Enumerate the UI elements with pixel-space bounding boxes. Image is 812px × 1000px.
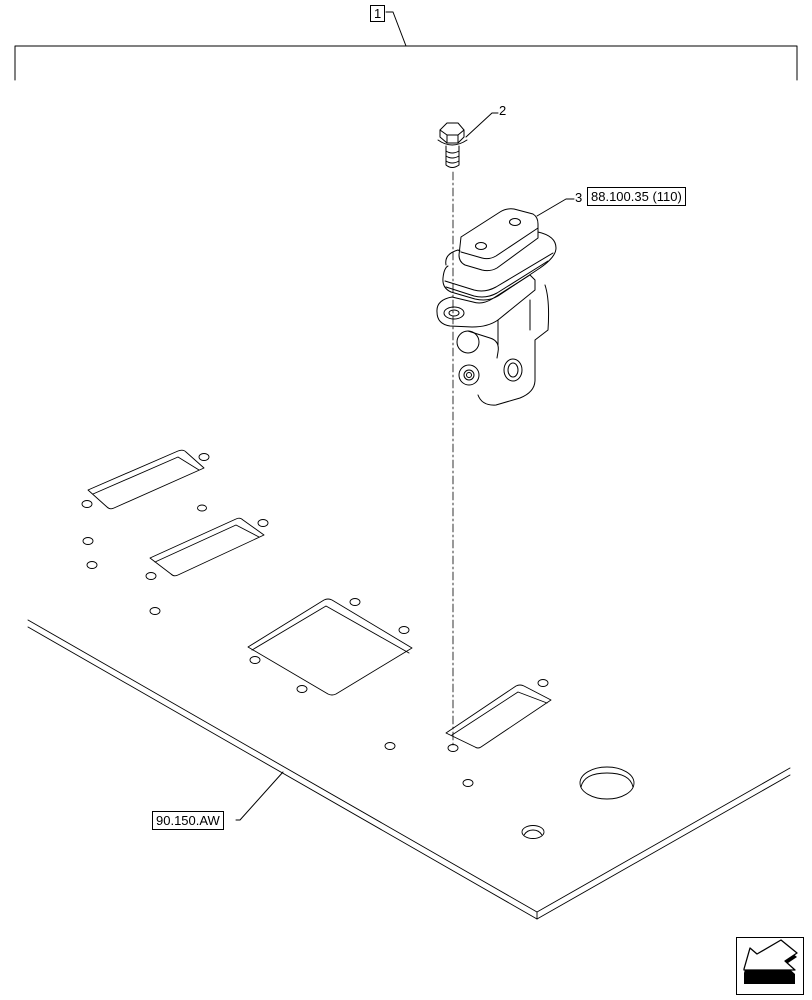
valve-part	[436, 198, 575, 406]
floor-plate-leader	[235, 771, 284, 821]
previous-page-arrow-icon	[743, 939, 798, 984]
assembly-callout-1: 1	[370, 5, 386, 22]
floor-plate	[27, 449, 791, 920]
previous-page-button[interactable]	[736, 937, 804, 995]
reference-link-90-150-aw[interactable]: 90.150.AW	[152, 811, 224, 830]
part-callout-3: 3	[575, 190, 583, 205]
part-callout-2: 2	[499, 103, 507, 118]
reference-link-88-100-35[interactable]: 88.100.35 (110)	[587, 187, 686, 206]
bolt-part	[437, 112, 499, 168]
assembly-bracket	[14, 11, 798, 81]
